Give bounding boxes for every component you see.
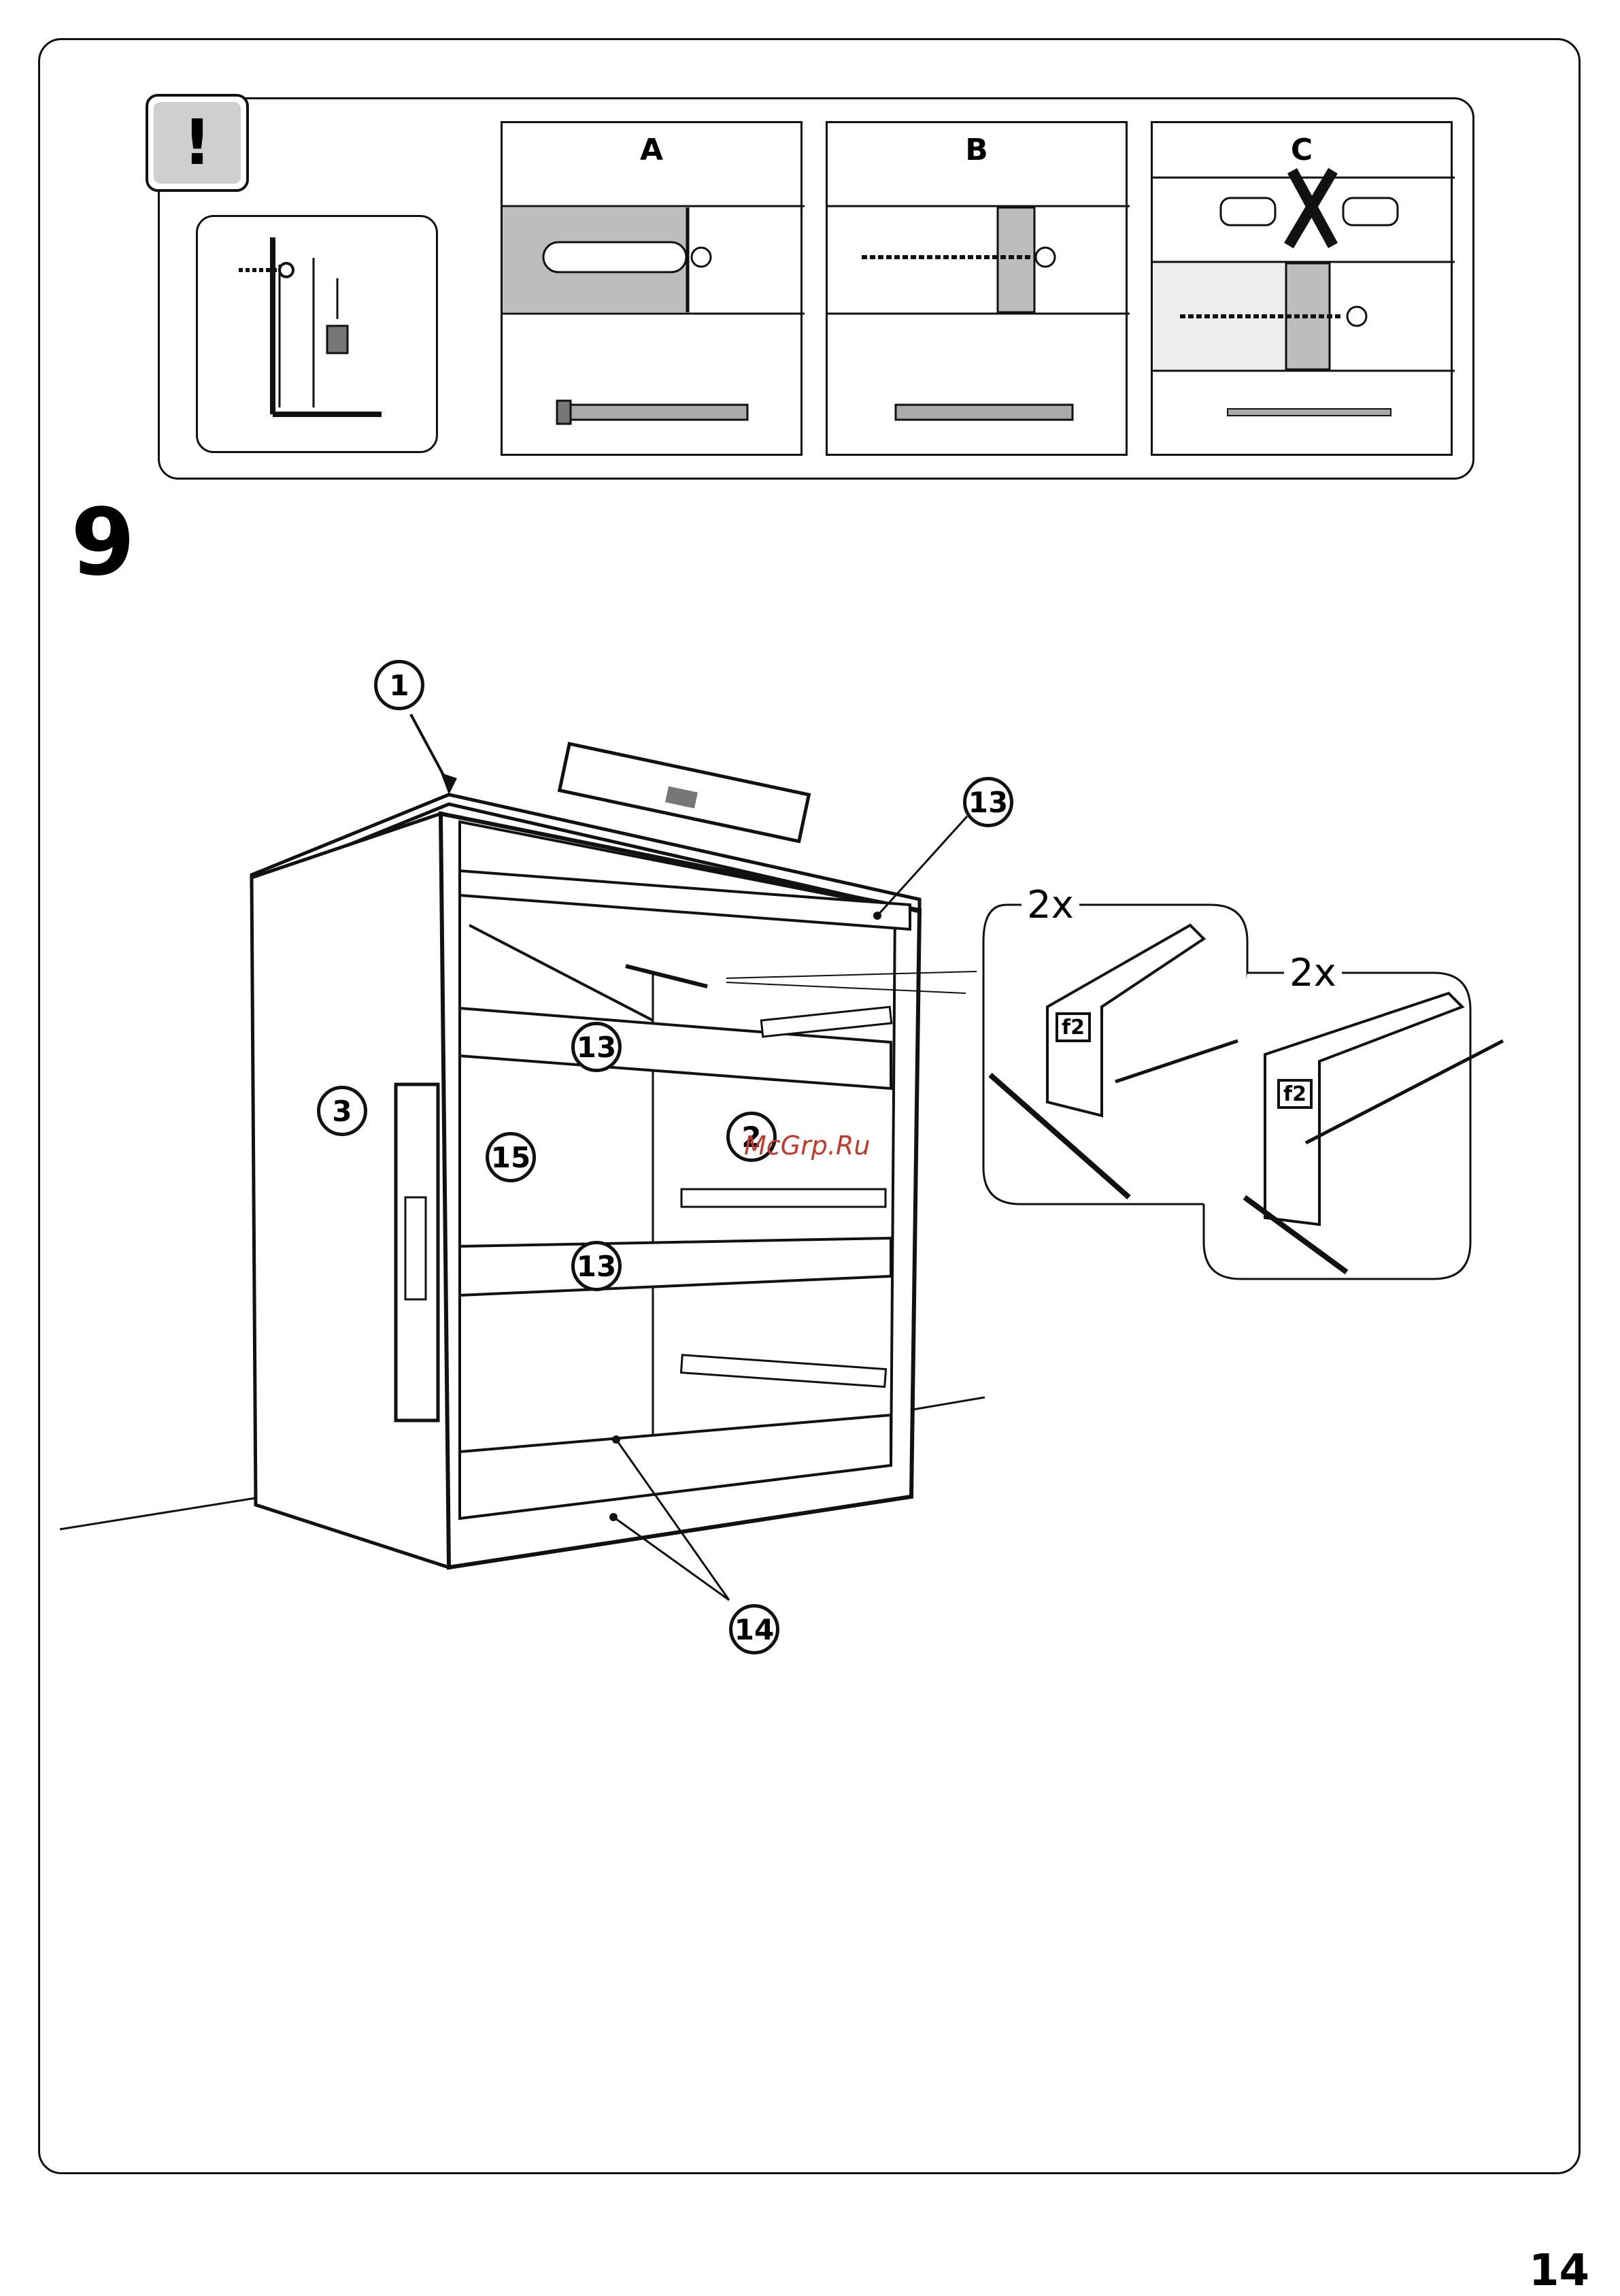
- part-callout-15: 15: [486, 1132, 536, 1182]
- bracket-label-f2: f2: [1056, 1012, 1091, 1042]
- bracket-label-f2: f2: [1277, 1079, 1313, 1109]
- part-callout-1: 1: [374, 660, 424, 710]
- part-callout-3: 3: [317, 1086, 367, 1136]
- detail-2-quantity: 2x: [1284, 951, 1342, 995]
- part-callout-14: 14: [729, 1604, 779, 1654]
- part-callout-13: 13: [571, 1241, 622, 1291]
- part-callout-13: 13: [571, 1022, 622, 1072]
- part-callout-13: 13: [963, 777, 1013, 827]
- page-number: 14: [1529, 2249, 1589, 2293]
- detail-1-quantity: 2x: [1022, 883, 1079, 927]
- watermark: McGrp.Ru: [744, 1131, 870, 1161]
